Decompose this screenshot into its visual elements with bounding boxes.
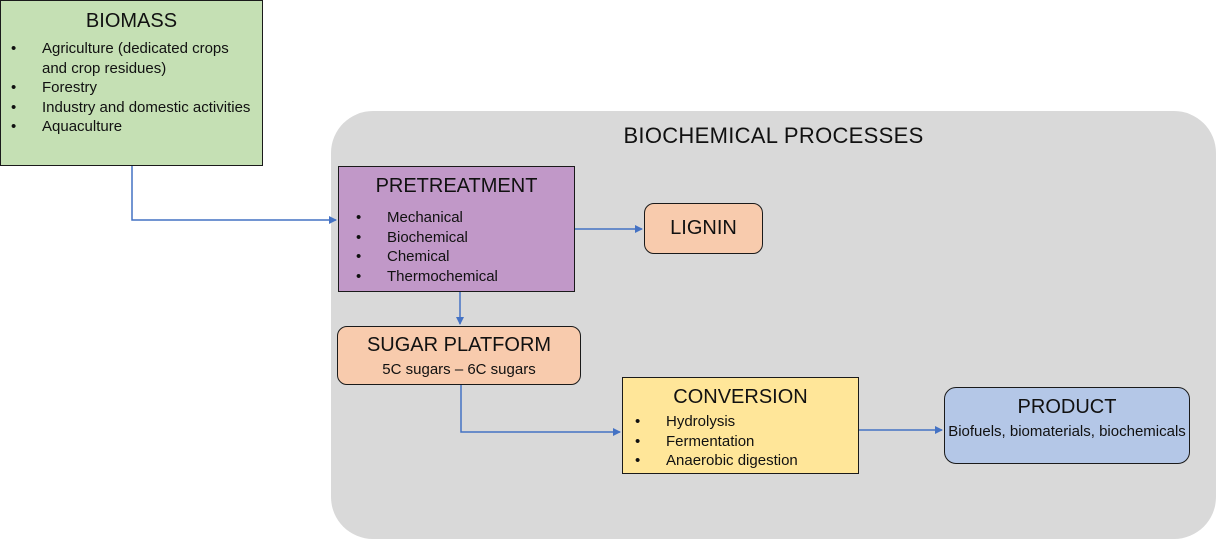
arrow-biomass-to-pretreatment <box>131 166 337 224</box>
sugar-platform-box: SUGAR PLATFORM 5C sugars – 6C sugars <box>337 326 581 385</box>
product-box: PRODUCT Biofuels, biomaterials, biochemi… <box>944 387 1190 464</box>
list-item: Fermentation <box>623 432 858 452</box>
conversion-title: CONVERSION <box>673 386 808 408</box>
sugar-platform-subtitle: 5C sugars – 6C sugars <box>382 361 536 378</box>
conversion-box: CONVERSION Hydrolysis Fermentation Anaer… <box>622 377 859 474</box>
list-item: Thermochemical <box>339 267 574 287</box>
list-item: Mechanical <box>339 208 574 228</box>
list-item: Aquaculture <box>1 117 262 137</box>
list-item: Chemical <box>339 247 574 267</box>
pretreatment-box: PRETREATMENT Mechanical Biochemical Chem… <box>338 166 575 292</box>
pretreatment-title: PRETREATMENT <box>375 175 538 197</box>
sugar-platform-title: SUGAR PLATFORM <box>366 334 552 356</box>
product-title: PRODUCT <box>1017 396 1117 418</box>
conversion-list: Hydrolysis Fermentation Anaerobic digest… <box>623 412 858 471</box>
list-item: Agriculture (dedicated crops and crop re… <box>1 39 262 78</box>
biomass-title: BIOMASS <box>85 10 178 32</box>
list-item: Forestry <box>1 78 262 98</box>
pretreatment-list: Mechanical Biochemical Chemical Thermoch… <box>339 208 574 287</box>
lignin-box: LIGNIN <box>644 203 763 254</box>
list-item: Industry and domestic activities <box>1 98 262 118</box>
biomass-list: Agriculture (dedicated crops and crop re… <box>1 39 262 137</box>
list-item: Hydrolysis <box>623 412 858 432</box>
region-title: BIOCHEMICAL PROCESSES <box>623 123 924 148</box>
list-item: Biochemical <box>339 228 574 248</box>
lignin-title: LIGNIN <box>670 217 737 239</box>
arrow-sugar-to-conversion <box>460 385 621 436</box>
list-item: Anaerobic digestion <box>623 451 858 471</box>
product-subtitle: Biofuels, biomaterials, biochemicals <box>948 423 1186 440</box>
biomass-box: BIOMASS Agriculture (dedicated crops and… <box>0 0 263 166</box>
